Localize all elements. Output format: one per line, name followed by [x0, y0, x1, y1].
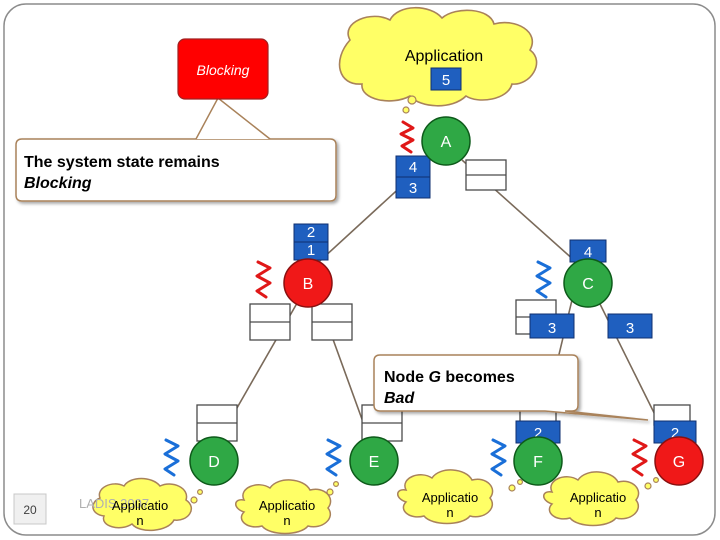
squiggle-g-icon [631, 438, 648, 477]
callout-bad-node-line2: Bad [384, 390, 415, 407]
node-f[interactable]: F [513, 436, 563, 486]
squiggle-e-icon [325, 438, 342, 477]
leaf-cloud-f [397, 469, 523, 525]
leaf-cloud-e [235, 479, 340, 535]
blocking-box [177, 38, 269, 100]
page-number-box [13, 493, 47, 525]
node-b[interactable]: B [283, 258, 333, 308]
table-b-right [311, 303, 353, 341]
node-e[interactable]: E [349, 436, 399, 486]
blocking-label: Blocking [197, 62, 250, 78]
node-b-label: B [303, 276, 314, 293]
c-child-value-right-box [607, 313, 653, 339]
table-b-left [249, 303, 291, 341]
callout-system-line2: Blocking [24, 175, 92, 192]
table-a [465, 159, 507, 191]
squiggle-d-icon [163, 438, 180, 477]
app-cloud [338, 7, 538, 114]
node-a-value-2: 3 [409, 180, 417, 197]
node-f-label: F [533, 454, 543, 471]
app-cloud-value-box [430, 67, 462, 91]
c-child-value-right: 3 [626, 320, 634, 337]
node-a[interactable]: A [421, 116, 471, 166]
c-child-value-left: 3 [548, 320, 556, 337]
squiggle-c-icon [535, 260, 552, 299]
node-g-value: 2 [671, 425, 679, 442]
node-c[interactable]: C [563, 258, 613, 308]
node-g[interactable]: G [654, 436, 704, 486]
leaf-cloud-d [92, 477, 204, 532]
app-cloud-label: Application [405, 48, 483, 65]
page-number: 20 [23, 503, 37, 517]
node-a-label: A [441, 134, 452, 151]
node-f-value: 2 [534, 425, 542, 442]
callout-bad-node [373, 354, 649, 421]
node-c-value: 4 [584, 244, 592, 261]
node-b-value-1: 2 [307, 224, 315, 241]
node-d[interactable]: D [189, 436, 239, 486]
squiggle-f-icon [490, 438, 507, 477]
leaf-cloud-g [543, 471, 659, 527]
app-cloud-value: 5 [442, 72, 450, 89]
slide-border [3, 3, 716, 536]
table-d [196, 404, 238, 442]
node-a-value-1: 4 [409, 159, 417, 176]
node-b-value-2: 1 [307, 242, 315, 259]
node-e-label: E [369, 454, 380, 471]
node-g-label: G [673, 454, 685, 471]
routing-tables [196, 159, 691, 442]
callout-system-pointer [195, 96, 271, 140]
callout-bad-node-line1: Node G becomes [384, 369, 515, 386]
node-d-label: D [208, 454, 220, 471]
squiggle-a-icon [399, 120, 415, 154]
node-a-value-2-box [395, 176, 431, 199]
footer-label: LADIS 2007 [79, 496, 149, 511]
callout-system-line1: The system state remains [24, 154, 220, 171]
squiggle-b-icon [255, 260, 272, 299]
node-c-label: C [582, 276, 594, 293]
callout-system-state [15, 138, 337, 202]
c-child-value-left-box [529, 313, 575, 339]
